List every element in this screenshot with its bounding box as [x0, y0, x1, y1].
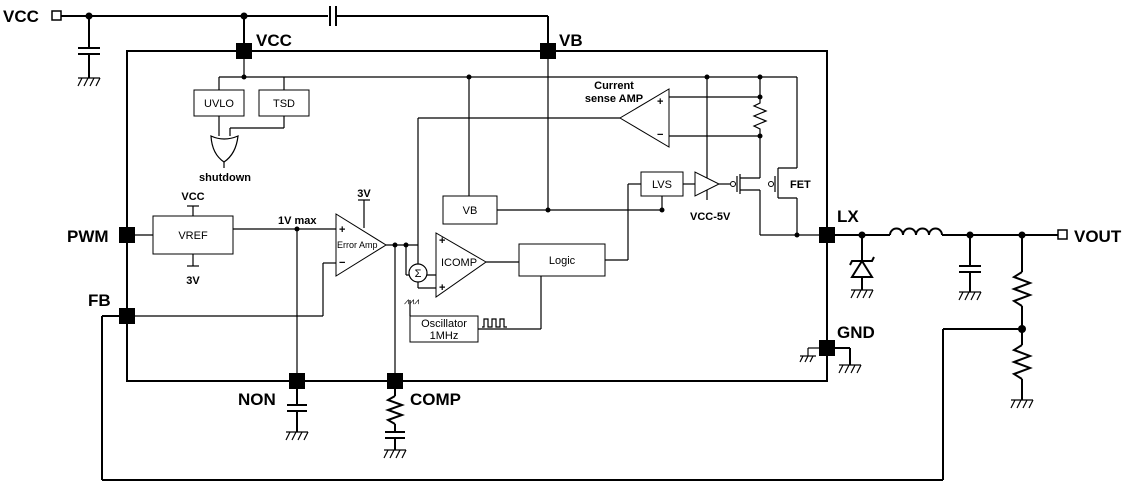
schottky-diode — [850, 259, 874, 278]
diode-ground-icon — [850, 289, 874, 299]
pin-gnd — [819, 340, 835, 356]
pin-pwm — [119, 227, 135, 243]
cap-ground-icon — [958, 291, 982, 301]
non-pin-label: NON — [238, 390, 276, 409]
vcc-pin-label: VCC — [256, 31, 292, 50]
vb-block-label: VB — [463, 205, 478, 217]
divider-resistor-top — [1011, 271, 1033, 307]
pwm-pin-label: PWM — [67, 227, 109, 246]
current-sense-minus: − — [657, 129, 663, 141]
icomp-comparator — [435, 232, 487, 298]
error-amp-plus: + — [339, 224, 345, 236]
fet-label: FET — [790, 179, 811, 191]
logic-label: Logic — [549, 255, 576, 267]
tsd-block — [258, 89, 310, 117]
ic-outline — [126, 50, 828, 382]
fb-pin-label: FB — [88, 291, 111, 310]
pin-lx — [819, 227, 835, 243]
sigma-label: Σ — [415, 268, 422, 280]
pin-comp — [387, 373, 403, 389]
error-amp-minus: − — [339, 257, 345, 269]
divider-resistor-bottom — [1011, 344, 1033, 380]
oscillator-frequency: 1MHz — [430, 330, 459, 342]
divider-ground-icon — [1010, 399, 1034, 409]
pin-non — [289, 373, 305, 389]
sense-resistor — [752, 97, 768, 136]
comp-pin-label: COMP — [410, 390, 461, 409]
output-stage — [101, 227, 1068, 481]
vref-label: VREF — [178, 230, 208, 242]
internal-vcc-bus — [218, 59, 798, 192]
current-sense-plus: + — [657, 96, 663, 108]
vcc-terminal — [51, 10, 62, 21]
error-amp-supply-label: 3V — [357, 188, 371, 200]
ramp-waveform-icon: ⩘⩘⩘ — [404, 296, 419, 306]
non-ground-icon — [285, 431, 309, 441]
icomp-label: ICOMP — [441, 257, 477, 269]
lvs-label: LVS — [652, 179, 672, 191]
driver-supply-label: VCC-5V — [690, 211, 731, 223]
oscillator-label: Oscillator — [421, 318, 467, 330]
pin-fb — [119, 308, 135, 324]
external-vcc-rail — [51, 6, 549, 87]
uvlo-label: UVLO — [204, 98, 234, 110]
logic-block — [518, 243, 606, 277]
vb-block — [442, 195, 498, 225]
vcc-input-label: VCC — [3, 7, 39, 26]
pin-vcc — [236, 43, 252, 59]
internal-ground-icon — [799, 355, 816, 363]
comp-resistor — [385, 395, 405, 425]
lvs-block — [640, 171, 684, 197]
error-amp — [335, 213, 387, 277]
comp-ground-icon — [383, 449, 407, 459]
power-fet — [768, 167, 798, 235]
one-v-max-label: 1V max — [278, 215, 317, 227]
lx-pin-label: LX — [837, 207, 859, 226]
sense-mosfet — [730, 172, 761, 235]
vout-terminal — [1057, 229, 1068, 240]
icomp-minus: + — [439, 282, 445, 294]
current-sense-label-1: Current — [594, 80, 634, 92]
oscillator-block — [409, 315, 479, 343]
current-sense-label-2: sense AMP — [585, 93, 643, 105]
error-amp-label: Error Amp — [337, 240, 378, 250]
ground-icon — [77, 77, 101, 87]
pin-vb — [540, 43, 556, 59]
or-gate — [210, 135, 239, 163]
gnd-ground-icon — [838, 364, 862, 374]
current-sense-amp — [619, 88, 670, 148]
shutdown-label: shutdown — [199, 172, 251, 184]
uvlo-block — [193, 89, 245, 117]
clock-waveform-icon — [482, 318, 507, 328]
icomp-plus: + — [439, 235, 445, 247]
inductor — [889, 227, 943, 236]
vb-pin-label: VB — [559, 31, 583, 50]
vref-supply-label: VCC — [181, 191, 204, 203]
gnd-pin-label: GND — [837, 323, 875, 342]
tsd-label: TSD — [273, 98, 295, 110]
vout-label: VOUT — [1074, 227, 1122, 246]
vref-output-label: 3V — [186, 275, 200, 287]
